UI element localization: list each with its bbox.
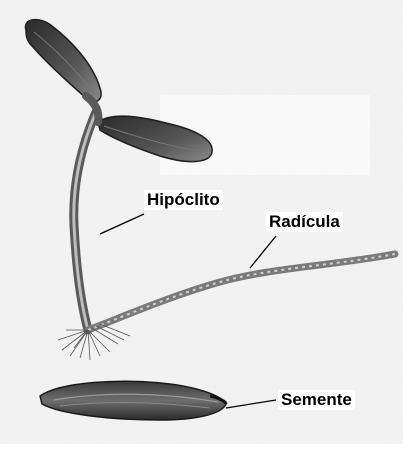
radicle-label: Radícula <box>266 212 343 232</box>
seed-label: Semente <box>278 390 355 410</box>
hypocotyl-label: Hipóclito <box>144 190 223 210</box>
